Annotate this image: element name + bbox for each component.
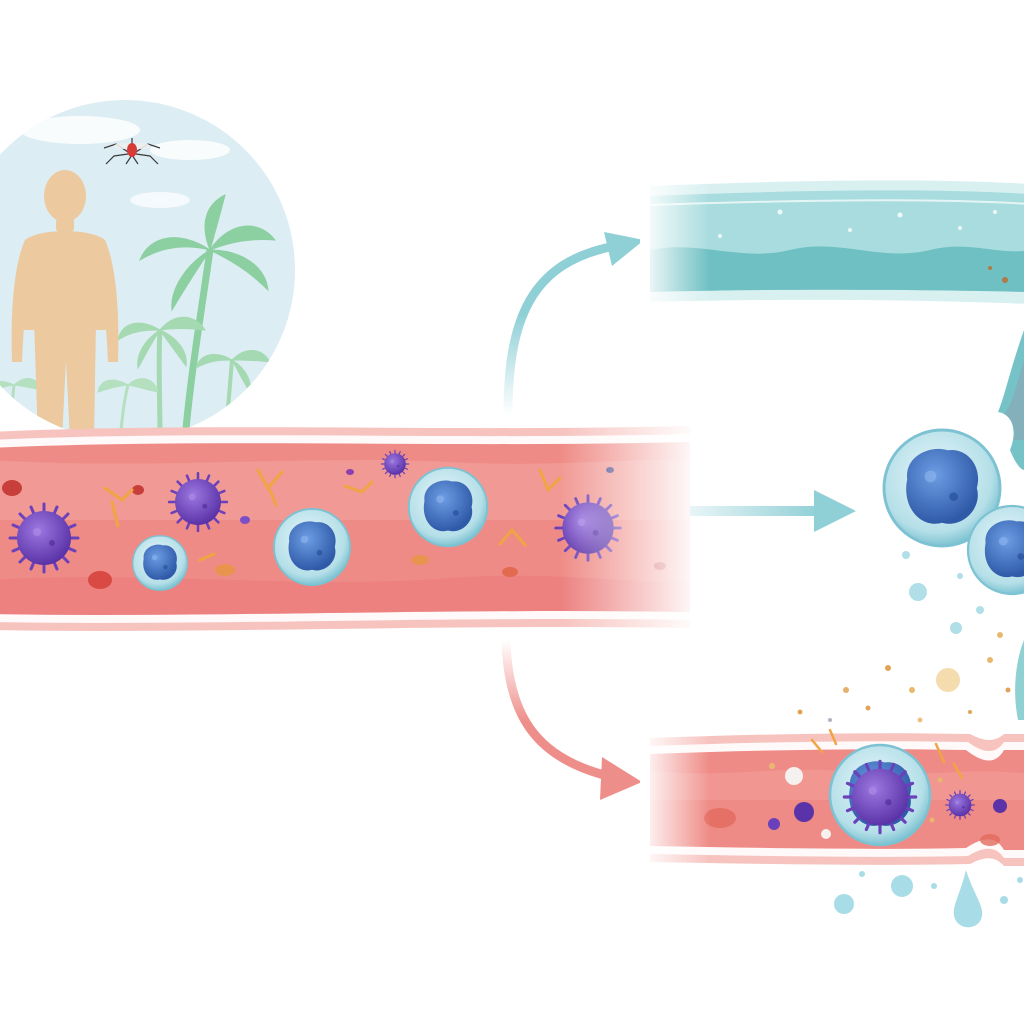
immune-cell-icon xyxy=(132,535,188,591)
virus-particle-icon xyxy=(8,502,80,574)
floating-particles xyxy=(797,632,1011,723)
lymphatic-vessel xyxy=(649,180,1024,304)
virus-particle-icon xyxy=(167,471,229,533)
palm-tree-icon xyxy=(138,194,277,440)
virus-particle-icon xyxy=(380,449,410,479)
blood-vessel-damaged xyxy=(650,728,1024,866)
arrow-icon xyxy=(503,232,644,420)
blood-vessel-main xyxy=(0,426,690,631)
virus-particle-icon xyxy=(945,790,975,820)
mosquito-icon xyxy=(103,138,161,165)
virus-particle-icon xyxy=(842,759,918,835)
human-figure-icon xyxy=(11,170,119,440)
arrow-icon xyxy=(501,635,642,800)
immune-cell-icon xyxy=(273,508,351,586)
tropical-scene xyxy=(0,100,295,440)
immune-cell-icon xyxy=(407,466,489,548)
arrow-icon xyxy=(690,490,856,532)
palm-tree-icon xyxy=(117,316,206,440)
tissue-connector xyxy=(998,330,1024,720)
immune-cell-cluster xyxy=(882,428,1024,634)
leaking-droplets xyxy=(834,870,1023,928)
